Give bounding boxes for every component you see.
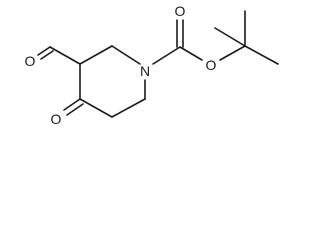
bond-tbutyl-methyl-right [244,45,279,65]
ring-nitrogen-label: N [140,63,150,79]
bond-c3-formyl [49,46,81,65]
bond-tbutyl-methyl-left [214,27,246,47]
bond-c4-c5 [79,98,113,118]
bond-ester-oxygen-tbutyl [219,45,246,61]
bond-n1-c2 [111,45,141,65]
bond-c5-c6 [111,98,146,118]
bond-c4-ketone [63,98,81,111]
ester-oxygen-label: O [206,57,217,73]
bond-c4-ketone-double [66,103,84,116]
bond-c2-c3 [79,45,113,65]
aldehyde-oxygen-label: O [25,53,36,69]
bond-n1-carbonyl [152,46,181,65]
bond-carbonyl-ester-oxygen [179,46,203,61]
bond-formyl-oxygen [37,46,51,56]
chemical-structure-drawing: N O O O O [25,3,279,127]
carbonyl-oxygen-label: O [175,3,186,19]
bond-formyl-oxygen-double [40,50,54,60]
ketone-oxygen-label: O [51,111,62,127]
